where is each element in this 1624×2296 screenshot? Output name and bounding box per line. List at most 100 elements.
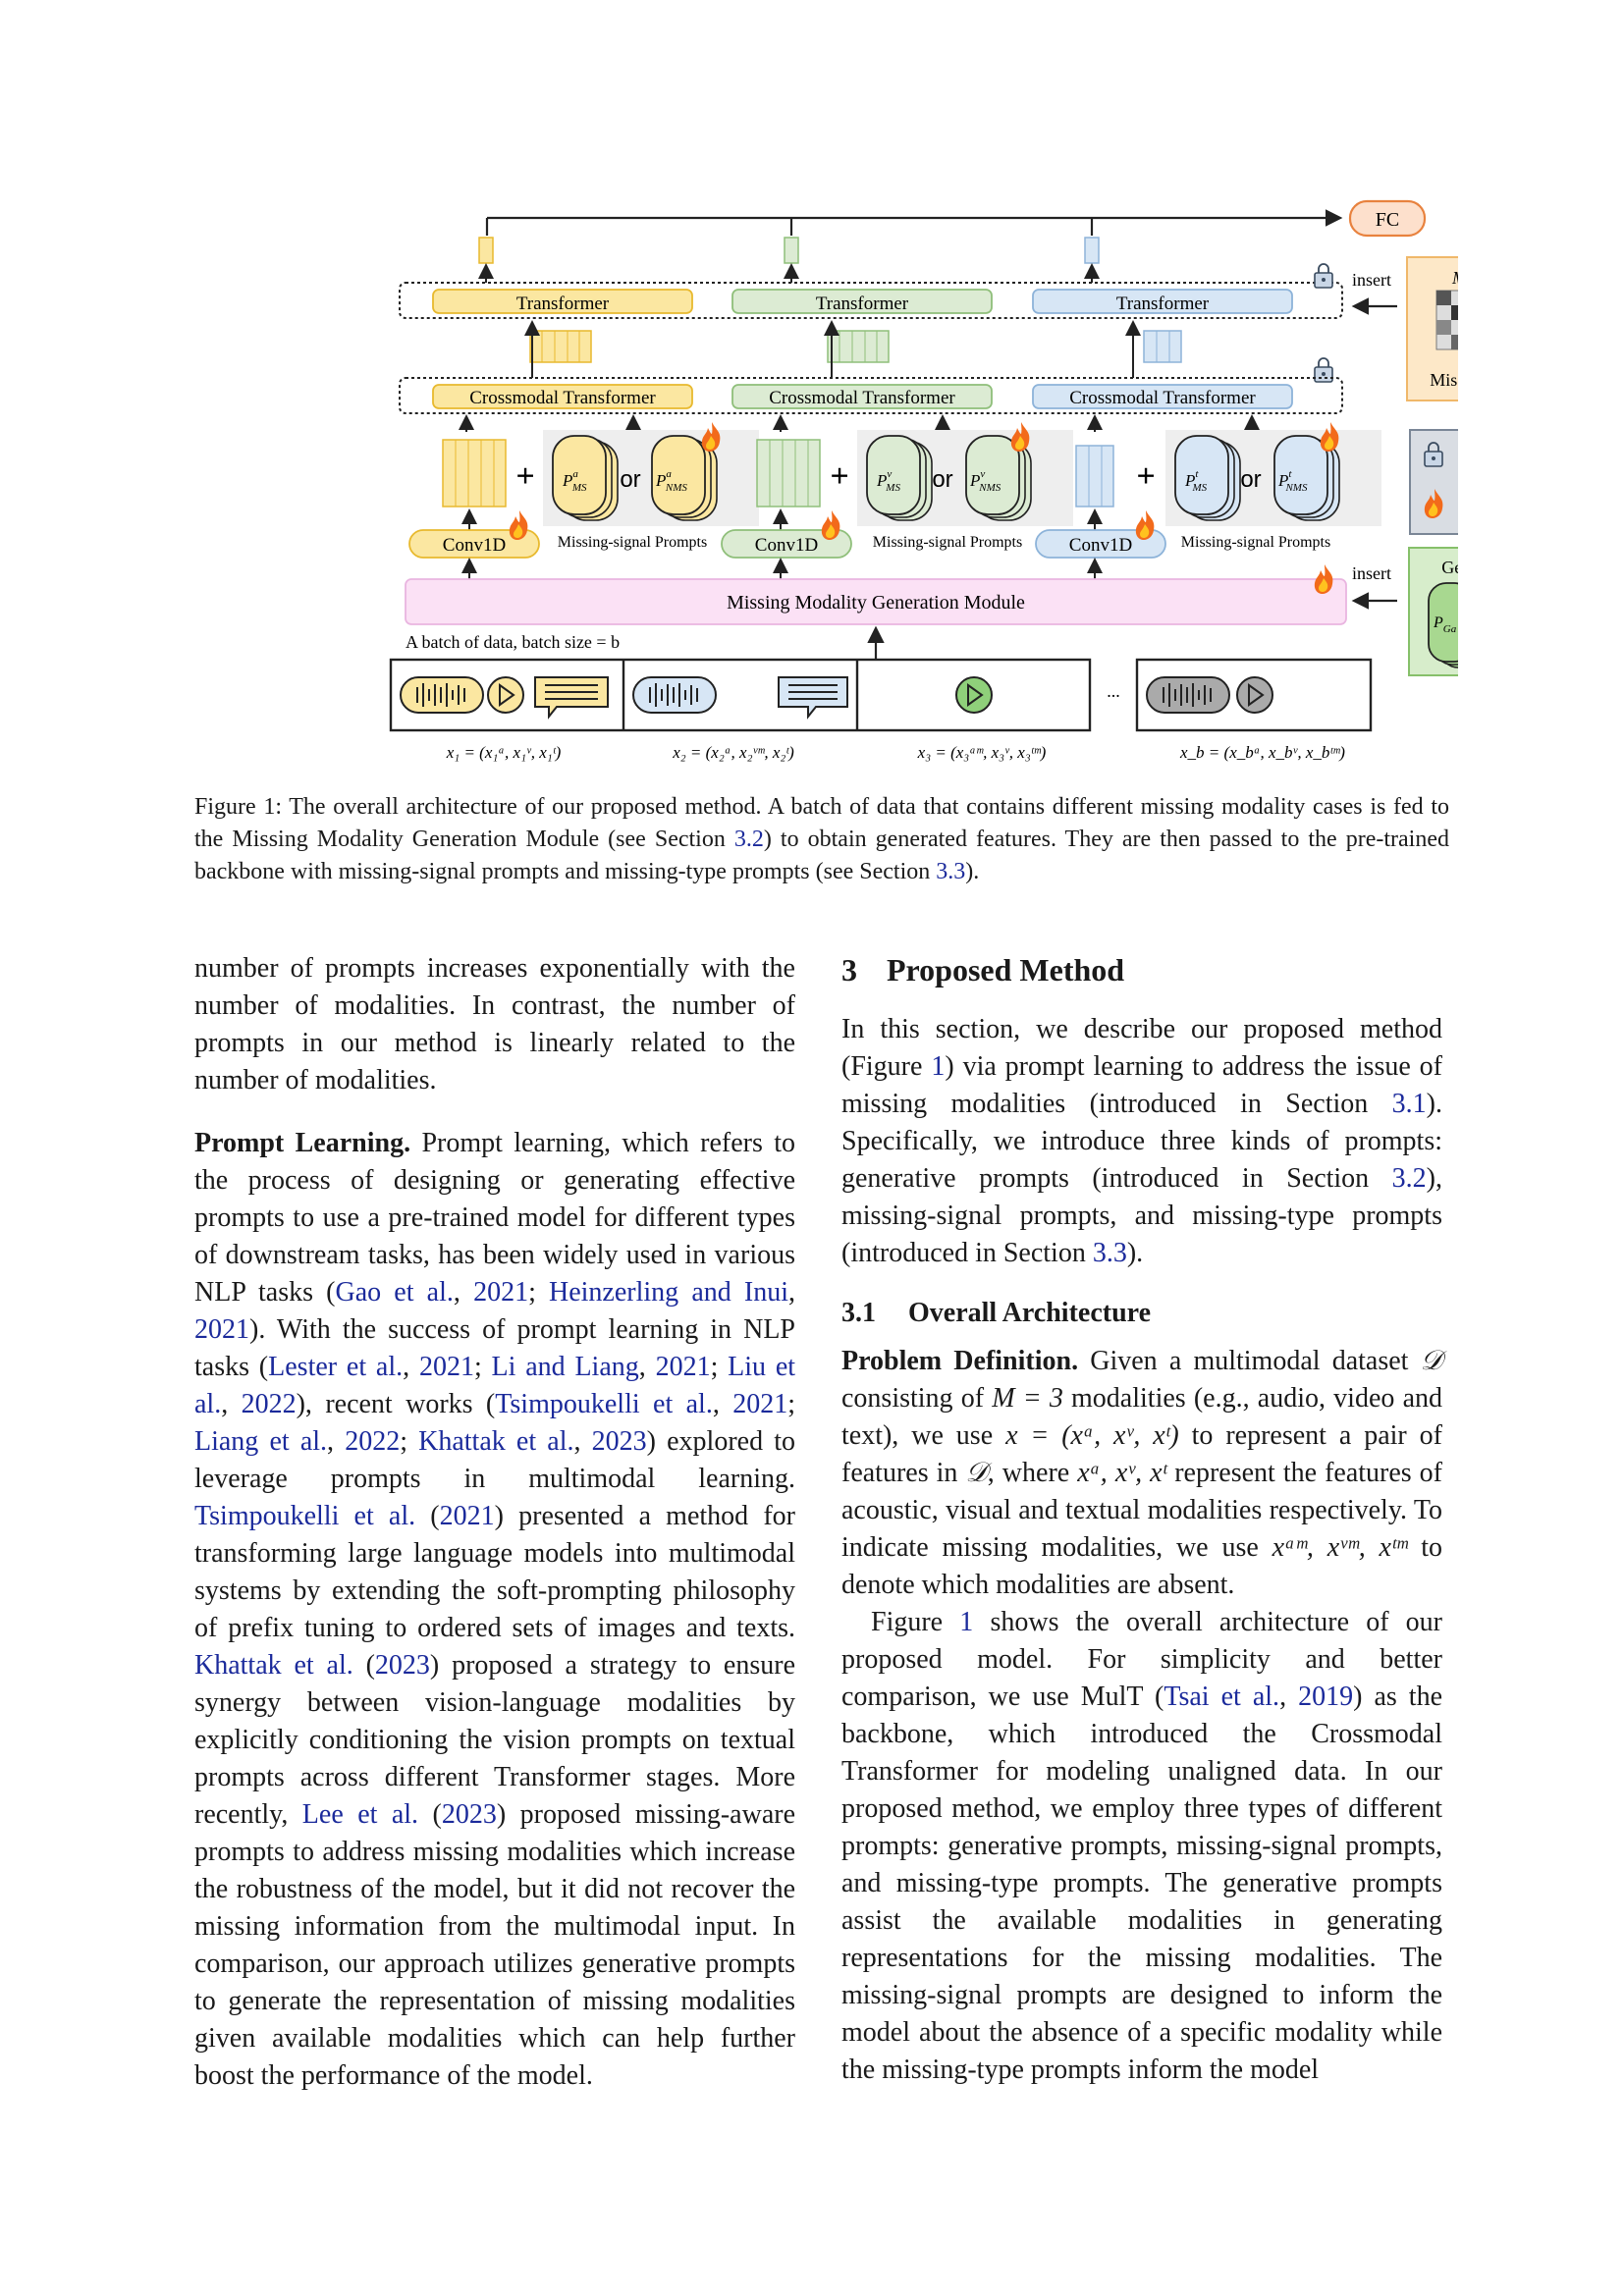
caption-text: Figure 1: The overall architecture of ou… [194, 794, 1449, 852]
section-ref-link[interactable]: 3.3 [1092, 1238, 1127, 1268]
plus-video: + [830, 458, 848, 495]
crossmodal-text-label: Crossmodal Transformer [1069, 388, 1256, 408]
citation-year-link[interactable]: 2021 [439, 1501, 495, 1531]
citation-link[interactable]: Heinzerling and Inui [549, 1277, 789, 1308]
transformer-video-label: Transformer [816, 294, 909, 314]
left-column: number of prompts increases exponentiall… [194, 950, 795, 2095]
paragraph-architecture: Figure 1 shows the overall architecture … [841, 1607, 1443, 2085]
batch-label: A batch of data, batch size = b [406, 632, 620, 652]
fc-box [1348, 199, 1427, 238]
batch-ellipsis: ... [1107, 681, 1120, 701]
sample-formula-3: x₃ = (x₃ᵃᵐ, x₃ᵛ, x₃ᵗᵐ) [917, 743, 1047, 762]
figure-ref-link[interactable]: 1 [931, 1051, 946, 1082]
mp-label: MP [1451, 268, 1458, 292]
crossmodal-frame [399, 377, 1343, 414]
caption-ref-3-3[interactable]: 3.3 [936, 859, 966, 884]
fc-label: FC [1376, 209, 1399, 231]
flame-icon [509, 510, 528, 540]
sample-formula-b: x_b = (x_bᵃ, x_bᵛ, x_bᵗᵐ) [1179, 743, 1345, 762]
generative-label: Generative Prompts [1441, 558, 1458, 577]
citation-year-link[interactable]: 2021 [194, 1314, 249, 1345]
paragraph: number of prompts increases exponentiall… [194, 953, 795, 1095]
missing-signal-audio-label: Missing-signal Prompts [558, 534, 707, 551]
citation-link[interactable]: Tsimpoukelli et al. [495, 1389, 713, 1419]
citation-link[interactable]: Li and Liang [491, 1352, 639, 1382]
citation-link[interactable]: Liang et al. [194, 1426, 328, 1457]
or-audio: or [620, 466, 640, 493]
lock-icon [1314, 357, 1333, 383]
audio-waveform-icon [400, 676, 484, 714]
citation-link[interactable]: Gao et al. [335, 1277, 454, 1308]
flame-icon [1320, 422, 1339, 452]
lock-icon [1314, 263, 1333, 289]
conv1d-text-label: Conv1D [1069, 535, 1132, 556]
citation-year-link[interactable]: 2021 [732, 1389, 788, 1419]
flame-icon [1135, 510, 1155, 540]
citation-link[interactable]: Khattak et al. [194, 1650, 353, 1681]
caption-text: ). [965, 859, 980, 884]
crossmodal-video-label: Crossmodal Transformer [769, 388, 955, 408]
paragraph-prompt-learning: Prompt Learning. Prompt learning, which … [194, 1128, 796, 2091]
citation-link[interactable]: Khattak et al. [418, 1426, 574, 1457]
citation-link[interactable]: Tsimpoukelli et al. [194, 1501, 416, 1531]
transformer-audio-label: Transformer [516, 294, 610, 314]
citation-link[interactable]: Liu et al. [194, 1352, 796, 1419]
flame-icon [1010, 422, 1030, 452]
flame-icon [1314, 564, 1333, 594]
citation-link[interactable]: Tsai et al. [1164, 1682, 1280, 1712]
citation-year-link[interactable]: 2021 [473, 1277, 529, 1308]
citation-year-link[interactable]: 2021 [418, 1352, 474, 1382]
insert-label-bottom: insert [1352, 563, 1391, 583]
citation-year-link[interactable]: 2023 [591, 1426, 647, 1457]
video-features [756, 439, 821, 507]
hidden-tokens-text [1143, 330, 1182, 363]
paragraph-problem-definition: Problem Definition. Given a multimodal d… [841, 1346, 1443, 1600]
text-message-icon [534, 676, 609, 720]
mmgm-label: Missing Modality Generation Module [727, 592, 1025, 614]
insert-label-top: insert [1352, 270, 1391, 290]
section-ref-link[interactable]: 3.1 [1391, 1089, 1427, 1119]
video-play-icon [955, 676, 993, 714]
citation-link[interactable]: Lee et al. [301, 1799, 419, 1830]
or-text: or [1240, 466, 1261, 493]
paragraph-heading: Prompt Learning. [194, 1128, 411, 1158]
flame-icon [821, 510, 840, 540]
citation-link[interactable]: Lester et al. [268, 1352, 404, 1382]
hidden-tokens-video [827, 330, 890, 363]
paragraph-heading: Problem Definition. [841, 1346, 1079, 1376]
citation-year-link[interactable]: 2022 [345, 1426, 401, 1457]
audio-waveform-icon [632, 676, 717, 714]
citation-year-link[interactable]: 2023 [374, 1650, 430, 1681]
citation-year-link[interactable]: 2019 [1298, 1682, 1354, 1712]
svg-text:PGa: PGa [1433, 614, 1457, 635]
audio-features [442, 439, 507, 507]
architecture-figure: FC Transformer Transformer Transformer i… [191, 191, 1458, 780]
video-play-icon [1236, 676, 1273, 714]
plus-text: + [1136, 458, 1155, 495]
figure-ref-link[interactable]: 1 [959, 1607, 974, 1637]
paragraph-intro: In this section, we describe our propose… [841, 1014, 1443, 1268]
section-ref-link[interactable]: 3.2 [1391, 1163, 1427, 1194]
transformer-frame [399, 282, 1343, 319]
missing-type-label: Missing-type Prompts [1430, 370, 1458, 390]
figure-caption: Figure 1: The overall architecture of ou… [194, 791, 1449, 888]
caption-ref-3-2[interactable]: 3.2 [733, 827, 764, 852]
or-video: or [932, 466, 952, 493]
citation-year-link[interactable]: 2023 [441, 1799, 497, 1830]
flame-icon [701, 422, 721, 452]
conv1d-video-label: Conv1D [755, 535, 818, 556]
citation-year-link[interactable]: 2022 [241, 1389, 297, 1419]
plus-audio: + [515, 458, 534, 495]
sample-formula-2: x₂ = (x₂ᵃ, x₂ᵛᵐ, x₂ᵗ) [672, 743, 794, 762]
legend-box [1409, 429, 1458, 535]
citation-year-link[interactable]: 2021 [655, 1352, 711, 1382]
transformer-text-label: Transformer [1116, 294, 1210, 314]
